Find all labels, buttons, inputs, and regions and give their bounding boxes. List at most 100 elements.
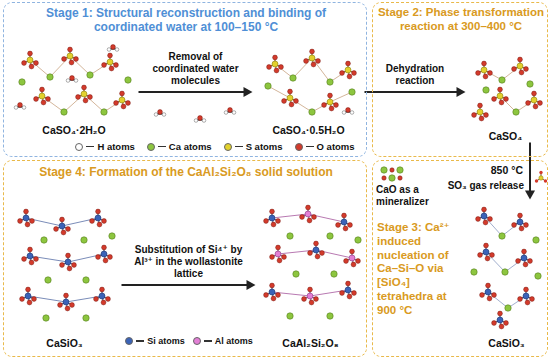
legend-swatch: [125, 337, 133, 345]
silicate-tetrahedron: [18, 209, 35, 227]
molecule-figure: CaSO₄: [466, 55, 546, 143]
stage-title: Stage 3: Ca²⁺ induced nucleation of Ca–S…: [377, 221, 467, 318]
silicate-tetrahedron: [22, 247, 39, 265]
silicate-tetrahedron: [58, 293, 75, 311]
sulfate-group: [34, 87, 51, 105]
arrow-shaft: [139, 91, 245, 93]
silicate-tetrahedron: [60, 253, 77, 271]
arrow-shaft: [365, 91, 458, 93]
arrow-head: [244, 87, 253, 97]
calcium-atom: [483, 87, 489, 93]
legend-entry: H atoms: [75, 141, 134, 152]
calcium-atom: [499, 77, 505, 83]
wollastonite-structure: [471, 207, 541, 329]
gypsum-structure: [14, 45, 131, 116]
bassanite-structure: [265, 49, 357, 115]
compound-label: CaSiO₃: [8, 337, 122, 349]
calcium-atom: [109, 233, 115, 239]
legend-text: Ca atoms: [169, 141, 212, 152]
sulfate-group: [512, 57, 529, 75]
sulfate-group: [282, 89, 299, 107]
sulfate-group: [22, 51, 39, 69]
silicate-tetrahedron: [512, 213, 529, 231]
atom: [539, 176, 543, 180]
aluminate-tetrahedron: [270, 245, 287, 263]
sulfate-group: [492, 87, 509, 105]
arrow-head: [525, 191, 535, 200]
calcium-atom: [45, 277, 51, 283]
silicate-tetrahedron: [264, 283, 281, 301]
atom: [544, 179, 547, 182]
arrow-head: [247, 280, 256, 290]
atom: [535, 179, 538, 182]
aluminate-tetrahedron: [300, 205, 317, 223]
water-molecule: [194, 116, 206, 123]
legend-text: Al atoms: [215, 336, 253, 346]
legend-dash: [136, 340, 144, 341]
reaction-arrow: [139, 87, 253, 97]
sulfate-group: [114, 91, 131, 109]
legend-dash: [158, 146, 166, 147]
calcium-atom: [83, 277, 89, 283]
atom: [539, 171, 542, 174]
calcium-atom: [381, 167, 387, 173]
cao-lattice: [381, 167, 403, 181]
calcium-atom: [83, 315, 89, 321]
anorthite-structure: [264, 205, 362, 319]
sulfate-group: [102, 53, 119, 71]
silicate-tetrahedron: [90, 209, 107, 227]
calcium-atom: [327, 313, 333, 319]
compound-label: CaSO₄: [466, 130, 546, 142]
calcium-atom: [327, 233, 333, 239]
oxygen-atom: [390, 168, 394, 172]
water-molecule: [342, 108, 354, 115]
aluminate-tetrahedron: [302, 287, 319, 305]
sulfate-group: [476, 61, 493, 79]
sulfate-group: [267, 55, 284, 73]
silicate-tetrahedron: [308, 241, 325, 259]
silicate-tetrahedron: [480, 283, 497, 301]
arrow-label: Removal of coordinated water molecules: [140, 51, 252, 87]
calcium-atom: [533, 237, 539, 243]
calcium-atom: [125, 77, 131, 83]
legend-entry: Si atoms: [125, 336, 185, 346]
legend-swatch: [295, 143, 303, 151]
calcium-atom: [527, 81, 533, 87]
calcium-atom: [471, 269, 477, 275]
silicate-tetrahedron: [20, 287, 37, 305]
sulfate-group: [526, 91, 543, 109]
sulfate-group: [472, 103, 489, 121]
sulfate-group: [76, 85, 93, 103]
calcium-atom: [293, 271, 299, 277]
water-molecule: [107, 45, 119, 52]
legend-row: Si atoms Al atoms: [125, 336, 253, 346]
calcium-atom: [505, 305, 511, 311]
arrow-head: [457, 87, 466, 97]
legend-dash: [204, 340, 212, 341]
water-molecule: [154, 110, 166, 117]
legend-text: H atoms: [97, 141, 134, 152]
oxygen-atom: [398, 176, 402, 180]
molecule-figure: CaSO₄·2H₂O: [10, 42, 139, 137]
calcium-atom: [287, 313, 293, 319]
calcium-atom: [41, 237, 47, 243]
calcium-atom: [81, 237, 87, 243]
calcium-atom: [355, 237, 361, 243]
calcium-atom: [61, 109, 67, 115]
sulfate-group: [304, 49, 321, 67]
legend-text: O atoms: [317, 141, 355, 152]
silicate-tetrahedron: [54, 217, 71, 235]
sulfate-group: [340, 61, 357, 79]
legend-swatch: [224, 143, 232, 151]
legend-dash: [306, 146, 314, 147]
legend-entry: Al atoms: [193, 336, 253, 346]
arrow-label: 850 °C: [491, 164, 523, 177]
water-molecule: [224, 108, 236, 115]
legend-text: S atoms: [246, 141, 283, 152]
calcium-atom: [309, 109, 315, 115]
water-molecule: [66, 76, 78, 83]
calcium-atom: [290, 75, 296, 81]
legend-swatch: [75, 143, 83, 151]
calcium-atom: [331, 271, 337, 277]
